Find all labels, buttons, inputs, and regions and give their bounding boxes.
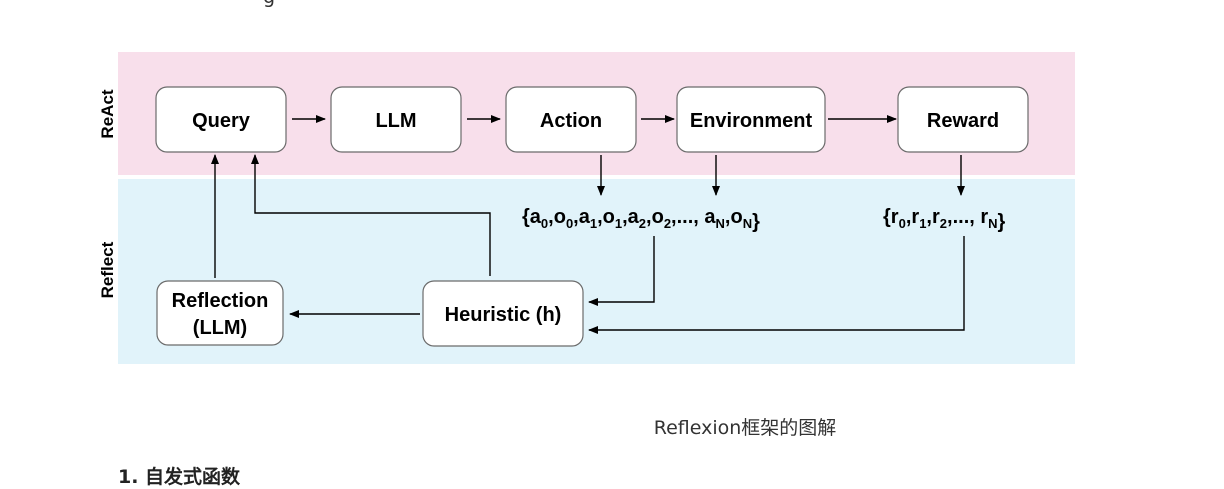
trajectory-sequence: {a0,o0,a1,o1,a2,o2,..., aN,oN}: [522, 206, 760, 233]
query-node-label: Query: [192, 110, 251, 132]
trajectory-separator: ,: [573, 206, 579, 228]
trajectory-symbol: o: [554, 206, 566, 228]
reward-sequence: {r0,r1,r2,..., rN}: [883, 206, 1006, 233]
trajectory-symbol: a: [628, 206, 640, 228]
heuristic-node: [422, 280, 584, 347]
trajectory-symbol: o: [603, 206, 615, 228]
rewards-separator: ,: [969, 206, 975, 228]
cropped-heading-fragment: g: [263, 0, 275, 8]
trajectory-open-brace: {: [522, 206, 530, 228]
trajectory-symbol: o: [652, 206, 664, 228]
trajectory-separator: ,: [693, 206, 699, 228]
trajectory-separator: ,: [548, 206, 554, 228]
figure-caption: Reflexion框架的图解: [653, 417, 837, 439]
rewards-subscript: 2: [940, 216, 947, 231]
trajectory-subscript: 2: [639, 216, 646, 231]
trajectory-subscript: 2: [664, 216, 671, 231]
llm-node: [330, 86, 462, 153]
environment-node-label: Environment: [690, 110, 813, 132]
react-lane-label: ReAct: [98, 89, 117, 138]
trajectory-symbol: ...: [677, 206, 694, 228]
trajectory-subscript: N: [743, 216, 752, 231]
trajectory-separator: ,: [671, 206, 677, 228]
reflect-lane-label: Reflect: [98, 241, 117, 298]
trajectory-separator: ,: [622, 206, 628, 228]
heuristic-node-label: Heuristic (h): [445, 304, 562, 326]
reflection-node: [156, 280, 284, 346]
rewards-open-brace: {: [883, 206, 891, 228]
rewards-symbol: r: [891, 206, 899, 228]
rewards-symbol: r: [932, 206, 940, 228]
reflexion-diagram: ReAct Reflect Query LLM Action Environme…: [98, 52, 1075, 364]
rewards-close-brace: }: [998, 211, 1006, 233]
arrow-trajectory-to-heuristic: [588, 236, 655, 306]
figure-stage: g ReAct Reflect Query LLM Action Environ…: [98, 0, 1075, 488]
trajectory-symbol: a: [699, 206, 717, 228]
trajectory-subscript: N: [716, 216, 725, 231]
llm-node-label: LLM: [375, 110, 416, 132]
trajectory-separator: ,: [597, 206, 603, 228]
reflection-node-label-line2: (LLM): [193, 317, 247, 339]
rewards-symbol: ...: [953, 206, 970, 228]
action-node: [505, 86, 637, 153]
arrow-heuristic-to-query: [251, 154, 491, 276]
rewards-separator: ,: [906, 206, 912, 228]
trajectory-separator: ,: [725, 206, 731, 228]
trajectory-subscript: 0: [541, 216, 548, 231]
action-node-label: Action: [540, 110, 602, 132]
section-heading: 1. 自发式函数: [118, 466, 241, 488]
rewards-separator: ,: [926, 206, 932, 228]
rewards-subscript: 0: [899, 216, 906, 231]
rewards-subscript: 1: [919, 216, 926, 231]
trajectory-separator: ,: [646, 206, 652, 228]
reward-node-label: Reward: [927, 110, 999, 132]
trajectory-symbol: a: [530, 206, 542, 228]
environment-node: [676, 86, 826, 153]
trajectory-symbol: a: [579, 206, 591, 228]
trajectory-subscript: 1: [590, 216, 597, 231]
reflection-node-label-line1: Reflection: [172, 290, 269, 312]
trajectory-subscript: 1: [615, 216, 622, 231]
trajectory-close-brace: }: [752, 211, 760, 233]
trajectory-subscript: 0: [566, 216, 573, 231]
rewards-symbol: r: [975, 206, 989, 228]
rewards-separator: ,: [947, 206, 953, 228]
arrow-rewards-to-heuristic: [588, 236, 965, 334]
query-node: [155, 86, 287, 153]
rewards-symbol: r: [911, 206, 919, 228]
trajectory-symbol: o: [730, 206, 742, 228]
reward-node: [897, 86, 1029, 153]
rewards-subscript: N: [988, 216, 997, 231]
